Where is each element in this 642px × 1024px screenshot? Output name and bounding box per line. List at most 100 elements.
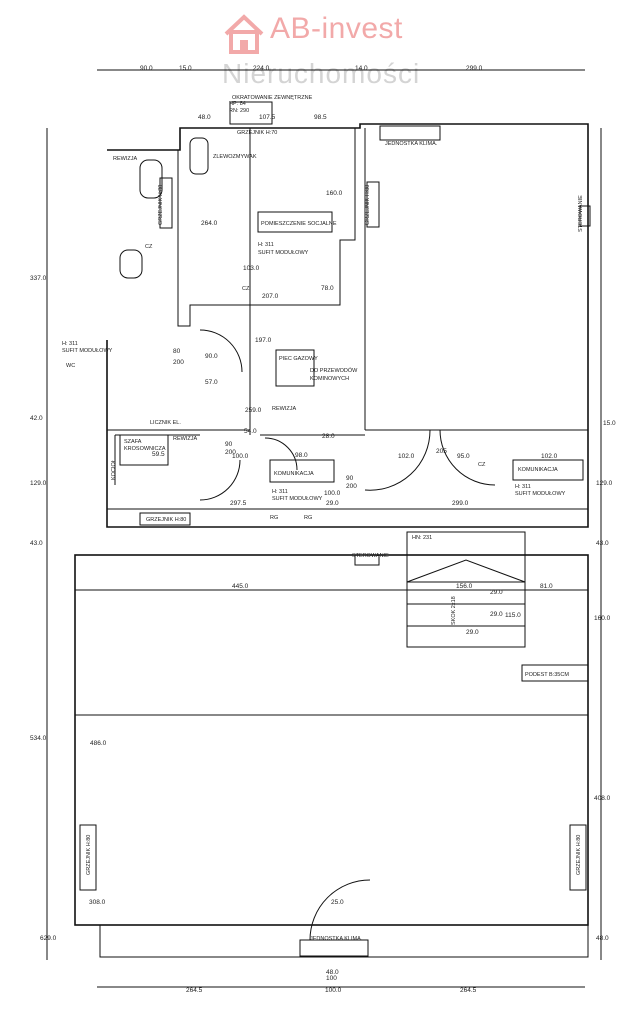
plan-label-kominowych: KOMINOWYCH: [310, 376, 349, 382]
interior-dimension: 29.0: [326, 500, 339, 507]
plan-label-grzejnik-h80-c: GRZEJNIK H:80: [146, 517, 186, 523]
interior-dimension: 115.0: [505, 612, 521, 619]
dim-right-3: 43.0: [596, 540, 609, 547]
plan-label-licznik: LICZNIK EL.: [150, 420, 181, 426]
interior-dimension: 107.5: [259, 114, 276, 121]
interior-dimension: 629.0: [40, 935, 57, 942]
plan-label-podest: PODEST B:35CM: [525, 672, 569, 678]
interior-dimension: 102.0: [398, 453, 415, 460]
interior-dimension: 200: [225, 449, 236, 456]
interior-dimension: 100: [326, 975, 337, 982]
plan-label-piec: PIEC GAZOWY: [279, 356, 318, 362]
interior-dimension: 297.5: [230, 500, 247, 507]
plan-label-szafa: SZAFA: [124, 439, 142, 445]
interior-dimension: 408.0: [594, 795, 611, 802]
plan-label-rewizja-wc: REWIZJA: [113, 156, 137, 162]
interior-dimension: 29.0: [466, 629, 479, 636]
interior-dimension: 81.0: [540, 583, 553, 590]
plan-label-h311-a: H: 311: [258, 242, 274, 248]
plan-label-rg2: RG: [304, 515, 312, 521]
dim-left-3: 129.0: [30, 480, 47, 487]
interior-dimension: 160.0: [594, 615, 611, 622]
interior-dimension: 48.0: [198, 114, 211, 121]
interior-dimension: 160.0: [326, 190, 343, 197]
plan-label-rg1: RG: [270, 515, 278, 521]
interior-dimension: 207.0: [262, 293, 279, 300]
interior-dimension: 90: [225, 441, 233, 448]
plan-label-rewizja-szafa: REWIZJA: [173, 436, 197, 442]
plan-label-krosownicza: KROSOWNICZA: [124, 446, 166, 452]
plan-label-sufit-b: SUFIT MODUŁOWY: [272, 496, 323, 502]
dim-bottom-2: 100.0: [325, 987, 342, 994]
interior-dimension: 29.0: [490, 589, 503, 596]
interior-dimension: 90.0: [205, 353, 218, 360]
interior-dimension: 54.0: [244, 428, 257, 435]
plan-label-komunikacja-b: KOMUNIKACJA: [518, 467, 558, 473]
plan-label-h311-left: H: 311: [62, 341, 78, 347]
interior-dimension: 102.0: [541, 453, 558, 460]
interior-dimension: 486.0: [90, 740, 107, 747]
dim-top-1: 90.0: [140, 65, 153, 72]
dim-right-2: 129.0: [596, 480, 613, 487]
interior-dimension: 100.0: [324, 490, 341, 497]
interior-dimension: 200: [346, 483, 357, 490]
plan-label-grzejnik-h80-e: GRZEJNIK H:80: [576, 835, 582, 875]
dim-bottom-1: 264.5: [186, 987, 203, 994]
brand-tagline: Nieruchomości: [222, 58, 421, 89]
interior-dimension: 264.0: [201, 220, 218, 227]
plan-label-sterowanie-mid: STEROWANIE: [352, 553, 389, 559]
plan-label-komunikacja-a: KOMUNIKACJA: [274, 471, 314, 477]
plan-label-cz-b: CZ: [242, 286, 250, 292]
plan-label-schody: SKOK 2x18: [451, 596, 457, 625]
interior-dimension: 78.0: [321, 285, 334, 292]
plan-label-h311-b: H: 311: [272, 489, 288, 495]
house-icon: [224, 14, 264, 54]
dim-left-1: 337.0: [30, 275, 47, 282]
plan-label-sufit-c: SUFIT MODUŁOWY: [515, 491, 566, 497]
plan-label-grzejnik-h80-d: GRZEJNIK H:80: [86, 835, 92, 875]
plan-label-jednostka-top: JEDNOSTKA KLIMA.: [385, 141, 438, 147]
interior-dimension: 90: [346, 475, 354, 482]
plan-label-cz-c: CZ: [478, 462, 486, 468]
plan-label-zlewozmywak: ZLEWOZMYWAK: [213, 154, 257, 160]
plan-label-hn: HN: 231: [412, 535, 432, 541]
dim-left-2: 42.0: [30, 415, 43, 422]
dim-bottom-3: 264.5: [460, 987, 477, 994]
plan-label-pomieszczenie: POMIESZCZENIE SOCJALNE: [261, 221, 337, 227]
dim-top-3: 224.0: [253, 65, 270, 72]
brand-logo: AB-invest Nieruchomości: [222, 8, 432, 90]
interior-dimension: 156.0: [456, 583, 473, 590]
plan-label-hp: HP: 84: [229, 101, 246, 107]
plan-label-okratowanie: OKRATOWANIE ZEWNĘTRZNE: [232, 95, 313, 101]
interior-dimension: 57.0: [205, 379, 218, 386]
interior-dimension: 59.5: [152, 451, 165, 458]
dim-right-1: 15.0: [603, 420, 616, 427]
dim-top-2: 15.0: [179, 65, 192, 72]
interior-dimension: 200: [173, 359, 184, 366]
plan-label-kocioł: KOCIOŁ: [111, 459, 117, 480]
interior-dimension: 308.0: [89, 899, 106, 906]
interior-dimension: 259.0: [245, 407, 262, 414]
brand-name: AB-invest: [270, 12, 403, 45]
interior-dimension: 48.0: [326, 969, 339, 976]
interior-dimension: 197.0: [255, 337, 272, 344]
interior-dimension: 29.0: [490, 611, 503, 618]
dim-top-5: 299.0: [466, 65, 483, 72]
interior-dimension: 80: [173, 348, 181, 355]
plan-label-grzejnik-h80-b: GRZEJNIK H:80: [365, 185, 371, 225]
interior-dimension: 98.0: [295, 452, 308, 459]
plan-label-h311-c: H: 311: [515, 484, 531, 490]
dim-top-4: 14.0: [355, 65, 368, 72]
plan-label-grzejnik-h70: GRZEJNIK H:70: [237, 130, 277, 136]
interior-dimension: 103.0: [243, 265, 260, 272]
plan-label-sterowanie-right: STEROWANIE: [578, 195, 584, 232]
interior-dimension: 28.0: [322, 433, 335, 440]
plan-label-cz-a: CZ: [145, 244, 153, 250]
interior-dimension: 25.0: [331, 899, 344, 906]
plan-label-rn: RN: 290: [229, 108, 249, 114]
interior-dimension: 95.0: [457, 453, 470, 460]
interior-dimension: 205: [436, 448, 447, 455]
interior-dimension: 299.0: [452, 500, 469, 507]
plan-label-sufit-left: SUFIT MODUŁOWY: [62, 348, 113, 354]
plan-label-do-przewodow: DO PRZEWODÓW: [310, 367, 358, 374]
